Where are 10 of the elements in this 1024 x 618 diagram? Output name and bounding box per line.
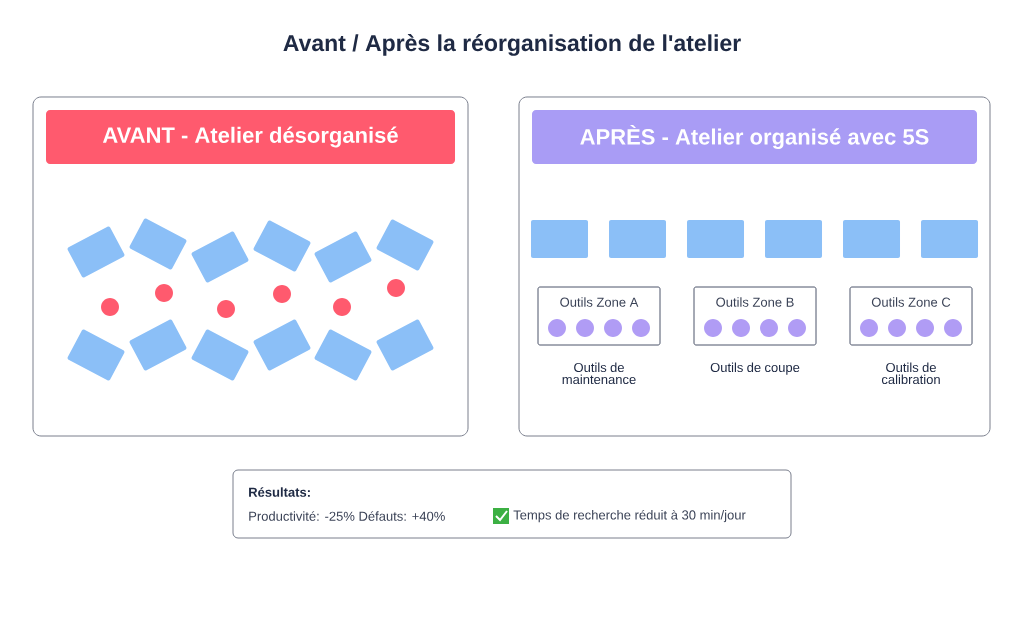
zone-caption: Outils de maintenance	[562, 362, 636, 385]
title: Avant / Après la réorganisation de l'atelier	[283, 34, 741, 56]
results-text: Temps de recherche réduit à 30 min/jour	[513, 509, 746, 523]
heading-banner: AVANT - Atelier désorganisé	[46, 110, 455, 164]
zone-caption: Outils de coupe	[710, 362, 800, 375]
zone-caption: Outils de calibration	[881, 362, 940, 385]
zone-box: Outils Zone C	[849, 286, 973, 346]
zone-box: Outils Zone A	[537, 286, 661, 346]
zone-box: Outils Zone B	[693, 286, 817, 346]
heading-banner: APRÈS - Atelier organisé avec 5S	[532, 110, 977, 164]
